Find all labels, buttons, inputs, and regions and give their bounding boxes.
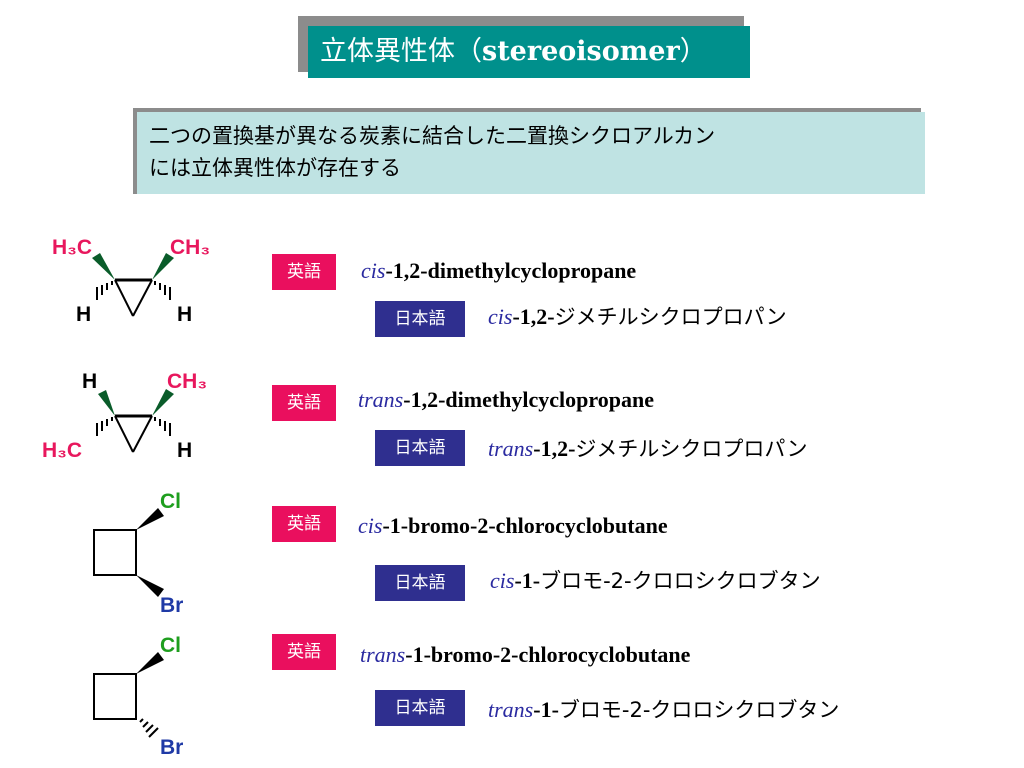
atom-h: H [76, 303, 91, 326]
wedge-bond [98, 390, 115, 416]
hash-bond [139, 718, 159, 738]
atom-h: H [177, 439, 192, 462]
ring-bond [132, 279, 153, 317]
badge-english: 英語 [272, 506, 336, 542]
ring [93, 529, 137, 576]
badge-japanese: 日本語 [375, 430, 465, 466]
name-rest: ジメチルシクロプロパン [575, 437, 808, 461]
stereo-prefix: trans [358, 387, 404, 412]
molecule-trans-bromochlorocyclobutane: Cl Br [93, 634, 183, 759]
atom-cl: Cl [160, 490, 181, 513]
stereo-prefix: cis [490, 568, 515, 593]
intro-line-1: 二つの置換基が異なる炭素に結合した二置換シクロアルカン [149, 124, 716, 148]
stereo-prefix: cis [488, 304, 513, 329]
wedge-bond [136, 652, 164, 674]
name-english: cis-1,2-dimethylcyclopropane [361, 258, 636, 284]
badge-japanese: 日本語 [375, 690, 465, 726]
atom-cl: Cl [160, 634, 181, 657]
ring-bond [114, 415, 134, 453]
hash-bond [96, 281, 113, 300]
title-ja: 立体異性体（ [320, 36, 482, 67]
name-rest: -1-bromo-2-chlorocyclobutane [382, 513, 668, 538]
atom-h: H [177, 303, 192, 326]
wedge-bond [136, 508, 164, 530]
name-rest: ブロモ-2-クロロシクロブタン [540, 569, 821, 593]
name-rest: -1,2-dimethylcyclopropane [403, 387, 654, 412]
atom-br: Br [160, 736, 183, 759]
molecule-cis-bromochlorocyclobutane: Cl Br [93, 490, 183, 616]
name-rest: -1,2-dimethylcyclopropane [385, 258, 637, 283]
atom-h3c: H₃C [52, 236, 92, 259]
stereo-prefix: cis [361, 258, 386, 283]
title-close: ） [679, 36, 707, 67]
intro-line-2: には立体異性体が存在する [149, 156, 401, 180]
badge-english: 英語 [272, 385, 336, 421]
hash-bond [154, 281, 171, 300]
intro-box: 二つの置換基が異なる炭素に結合した二置換シクロアルカン には立体異性体が存在する [137, 112, 925, 194]
page-title: 立体異性体（stereoisomer） [308, 26, 750, 78]
atom-br: Br [160, 594, 183, 616]
name-rest: ブロモ-2-クロロシクロブタン [558, 698, 840, 722]
locant: -1- [514, 568, 541, 593]
name-rest: ジメチルシクロプロパン [554, 305, 787, 329]
atom-h: H [82, 370, 97, 393]
badge-japanese: 日本語 [375, 301, 465, 337]
badge-japanese: 日本語 [375, 565, 465, 601]
name-japanese: cis-1,2-ジメチルシクロプロパン [488, 301, 787, 331]
wedge-bond [136, 575, 164, 597]
stereo-prefix: trans [360, 642, 406, 667]
locant: -1,2- [512, 304, 555, 329]
stereo-prefix: trans [488, 436, 534, 461]
locant: -1- [533, 697, 559, 722]
name-english: cis-1-bromo-2-chlorocyclobutane [358, 513, 668, 539]
molecule-trans-dimethylcyclopropane: H CH₃ H₃C H [42, 370, 207, 462]
name-japanese: trans-1,2-ジメチルシクロプロパン [488, 433, 807, 463]
name-english: trans-1,2-dimethylcyclopropane [358, 387, 654, 413]
ring [93, 673, 137, 720]
name-japanese: trans-1-ブロモ-2-クロロシクロブタン [488, 694, 839, 724]
name-japanese: cis-1-ブロモ-2-クロロシクロブタン [490, 565, 821, 595]
atom-h3c: H₃C [42, 439, 82, 462]
wedge-bond [92, 253, 115, 280]
name-rest: -1-bromo-2-chlorocyclobutane [405, 642, 691, 667]
ring-bond [132, 415, 153, 453]
atom-ch3: CH₃ [167, 370, 207, 393]
molecule-cis-dimethylcyclopropane: H₃C CH₃ H H [52, 236, 210, 326]
badge-english: 英語 [272, 634, 336, 670]
title-en: stereoisomer [482, 36, 680, 67]
locant: -1,2- [533, 436, 576, 461]
atom-ch3: CH₃ [170, 236, 210, 259]
wedge-bond [152, 253, 174, 280]
hash-bond [96, 417, 113, 436]
hash-bond [154, 417, 171, 436]
ring-bond [114, 279, 134, 317]
wedge-bond [152, 389, 174, 416]
badge-english: 英語 [272, 254, 336, 290]
stereo-prefix: cis [358, 513, 383, 538]
stereo-prefix: trans [488, 697, 534, 722]
name-english: trans-1-bromo-2-chlorocyclobutane [360, 642, 690, 668]
